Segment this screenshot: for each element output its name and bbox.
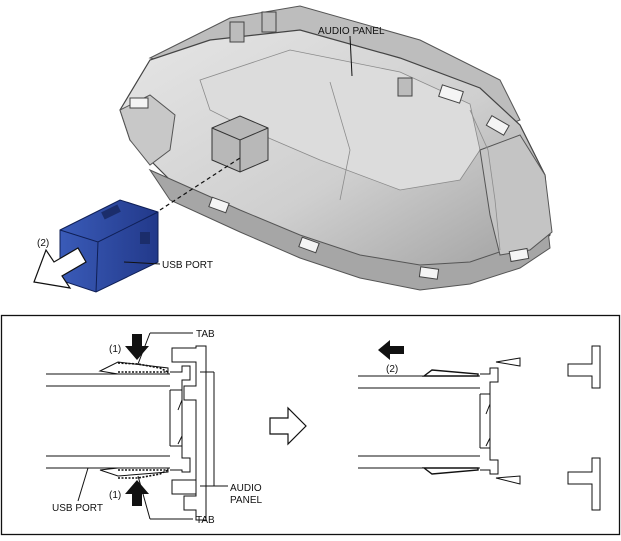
- detail-box: [0, 314, 621, 536]
- step-1-top-label: (1): [109, 344, 121, 355]
- tab-top-label: TAB: [196, 329, 215, 340]
- transition-arrow-icon: [269, 406, 307, 446]
- push-down-arrow-icon: [125, 334, 149, 360]
- usb-port-detail-label: USB PORT: [52, 503, 103, 514]
- right-detail: [358, 345, 601, 511]
- tab-bottom-label: TAB: [196, 515, 215, 526]
- usb-port-part: [59, 199, 159, 293]
- push-up-arrow-icon: [125, 480, 149, 506]
- step-1-bottom-label: (1): [109, 490, 121, 501]
- audio-panel-detail-label-1: AUDIO: [230, 483, 262, 494]
- audio-panel-label: AUDIO PANEL: [318, 26, 385, 37]
- usb-port-leader: [123, 261, 161, 265]
- step-2-detail-label: (2): [386, 364, 398, 375]
- audio-panel-detail-label-2: PANEL: [230, 495, 262, 506]
- audio-panel-illustration: [119, 5, 553, 291]
- left-detail: [46, 345, 207, 521]
- usb-port-label: USB PORT: [162, 260, 213, 271]
- connection-dashed-line: [159, 157, 241, 211]
- pull-left-arrow-icon: [378, 340, 404, 360]
- step-2-label: (2): [37, 238, 49, 249]
- audio-panel-leader: [349, 35, 353, 77]
- removal-arrow-icon: [33, 247, 87, 289]
